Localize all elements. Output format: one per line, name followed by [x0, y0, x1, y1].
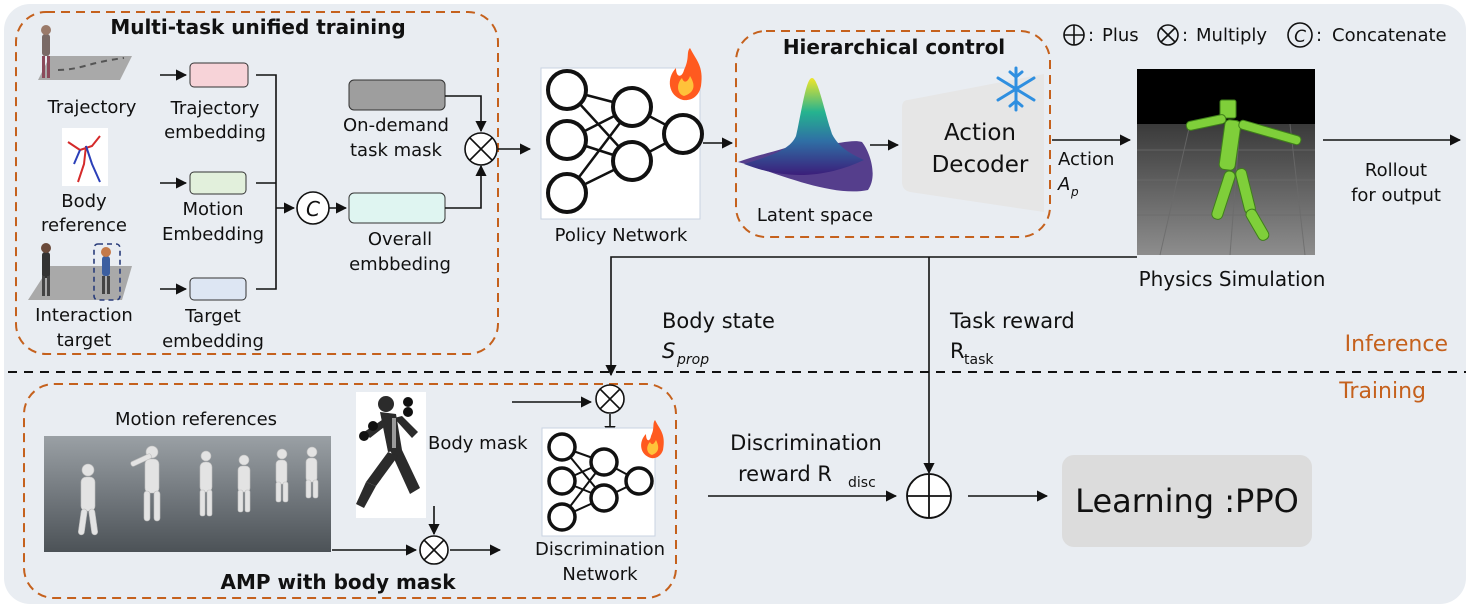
task-mask-label-1: On-demand: [343, 115, 449, 136]
action-label: Action: [1058, 149, 1114, 170]
motion-references-label: Motion references: [115, 409, 277, 430]
flame-icon: [669, 48, 702, 101]
inference-label: Inference: [1345, 332, 1448, 357]
target-embedding-label-2: embedding: [162, 331, 264, 352]
body-reference-label-1: Body: [61, 191, 107, 212]
hierarchical-control-title: Hierarchical control: [783, 35, 1005, 59]
legend-concatenate-sep: :: [1316, 25, 1322, 46]
action-decoder-shape: [902, 74, 1044, 212]
legend-multiply-label: Multiply: [1196, 25, 1267, 46]
arrow-body-state: [605, 256, 1137, 377]
multitask-box: [15, 11, 499, 355]
plus-node-icon: [906, 473, 952, 519]
action-symbol: A: [1057, 174, 1070, 195]
trajectory-embedding-box: [189, 62, 249, 88]
body-state-subscript: prop: [676, 352, 709, 368]
task-reward-symbol: R: [950, 339, 965, 363]
action-subscript: p: [1070, 185, 1079, 199]
discrimination-network-label-2: Network: [562, 564, 638, 585]
arrow-overall-to-multiply: [445, 164, 487, 209]
legend-plus-label: Plus: [1102, 25, 1139, 46]
disc-reward-label-1: Discrimination: [730, 431, 882, 455]
rollout-label-2: for output: [1351, 185, 1441, 206]
motion-embedding-box: [189, 171, 247, 195]
task-mask-label-2: task mask: [350, 140, 443, 161]
svg-text:C: C: [306, 197, 320, 221]
multiply-legend-icon: [1157, 24, 1179, 46]
legend: : Plus : Multiply C : Concatenate: [1063, 22, 1447, 48]
trajectory-input-label: Trajectory: [47, 97, 137, 118]
concatenate-legend-icon: C: [1287, 22, 1313, 48]
state-multiply-node-icon: [595, 384, 625, 414]
interaction-target-label-1: Interaction: [35, 305, 133, 326]
body-mask-label: Body mask: [428, 433, 528, 454]
ppo-label: Learning :PPO: [1075, 482, 1299, 520]
body-state-symbol: S: [662, 339, 675, 363]
overall-embedding-box: [348, 192, 446, 224]
action-decoder-label-1: Action: [944, 120, 1016, 146]
discrimination-network-icon: [541, 427, 656, 537]
amp-multiply-node-icon: [419, 535, 449, 565]
discrimination-network-label-1: Discrimination: [535, 539, 665, 560]
body-reference-image: [62, 128, 108, 186]
overall-embedding-label-1: Overall: [368, 229, 432, 250]
trajectory-image: [38, 25, 132, 80]
motion-embedding-label-2: Embedding: [162, 224, 264, 245]
embedding-bracket: [256, 74, 277, 290]
disc-reward-label-2: reward R: [738, 462, 832, 486]
task-mask-box: [348, 79, 446, 111]
task-reward-label: Task reward: [949, 309, 1075, 333]
amp-title: AMP with body mask: [220, 570, 456, 594]
body-state-label: Body state: [662, 309, 775, 333]
arrow-mask-to-multiply: [445, 95, 487, 133]
rollout-label-1: Rollout: [1365, 160, 1427, 181]
policy-network-label: Policy Network: [555, 225, 688, 246]
trajectory-embedding-label-1: Trajectory: [170, 98, 260, 119]
latent-space-label: Latent space: [757, 205, 873, 226]
overall-embedding-label-2: embbeding: [349, 254, 451, 275]
concatenate-node-icon: C: [296, 191, 330, 225]
disc-reward-subscript: disc: [848, 475, 876, 491]
interaction-target-image: [28, 243, 132, 301]
legend-multiply-sep: :: [1182, 25, 1188, 46]
svg-text:C: C: [1294, 27, 1306, 47]
plus-legend-icon: [1063, 24, 1085, 46]
physics-simulation-image: [1137, 69, 1315, 256]
motion-embedding-label-1: Motion: [182, 199, 243, 220]
legend-plus-sep: :: [1088, 25, 1094, 46]
trajectory-embedding-label-2: embedding: [164, 122, 266, 143]
body-reference-label-2: reference: [41, 215, 127, 236]
body-mask-image: [356, 392, 426, 518]
target-embedding-box: [189, 277, 247, 301]
target-embedding-label-1: Target: [184, 306, 241, 327]
disc-flame-icon: [641, 420, 664, 459]
legend-concatenate-label: Concatenate: [1332, 25, 1447, 46]
motion-references-image: [44, 436, 331, 552]
interaction-target-label-2: target: [57, 330, 112, 351]
ppo-box: [1062, 455, 1312, 547]
multitask-title: Multi-task unified training: [110, 15, 405, 39]
training-label: Training: [1338, 379, 1426, 404]
action-decoder-label-2: Decoder: [932, 152, 1029, 178]
snowflake-icon: [996, 66, 1036, 112]
hierarchical-control-box: [735, 30, 1051, 238]
multiply-node-icon: [464, 132, 498, 166]
physics-simulation-label: Physics Simulation: [1139, 267, 1326, 291]
latent-space-surface: [738, 78, 873, 192]
task-reward-subscript: task: [964, 352, 994, 368]
